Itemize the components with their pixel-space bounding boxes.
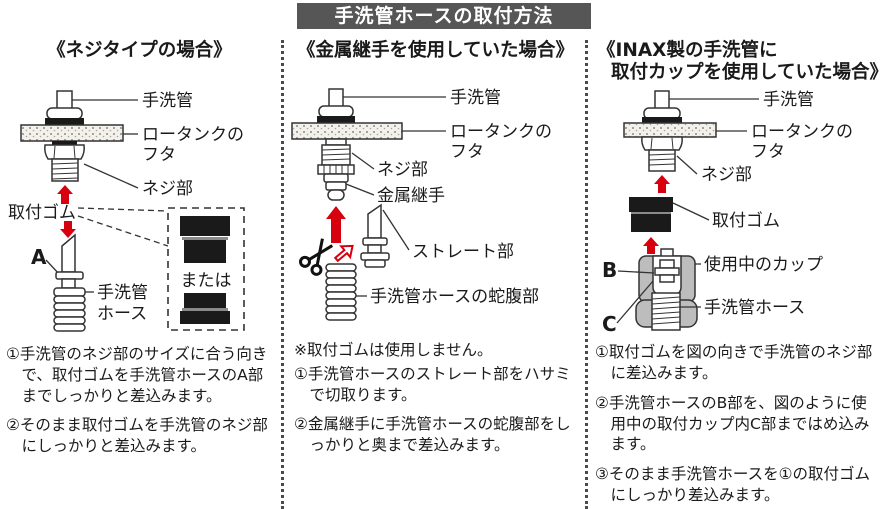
metal-joint (317, 164, 355, 201)
screw-label: ネジ部 (377, 160, 428, 180)
cup-assembly (635, 248, 698, 332)
screw-section (321, 138, 351, 166)
rubber-label: 取付ゴム (8, 202, 76, 223)
pipe-label: 手洗管 (450, 88, 501, 108)
red-up-arrow (643, 237, 659, 255)
column-header-line2: 取付カップを使用していた場合》 (611, 62, 885, 84)
lid-label-2: フタ (450, 142, 484, 162)
tank-lid (20, 124, 124, 142)
straight-label: ストレート部 (412, 242, 514, 262)
red-up-arrow (326, 206, 346, 243)
instructions: ①取付ゴムを図の向きで手洗管のネジ部に差込みます。 ②手洗管ホースのB部を、図の… (589, 340, 883, 505)
point-c-label: C (602, 312, 617, 336)
hose-label: 手洗管ホース (704, 298, 805, 318)
point-b-label: B (602, 258, 617, 282)
column-divider (585, 40, 588, 509)
inax-cup-diagram: 手洗管 ロータンクの フタ ネジ部 取付ゴム (602, 90, 853, 336)
bellows-hose (325, 263, 357, 321)
lid-label-1: ロータンクの (751, 122, 853, 142)
column-header: 《INAX製の手洗管に (597, 40, 778, 61)
instructions: ※取付ゴムは使用しません。 ①手洗管ホースのストレート部をハサミで切取ります。 … (288, 338, 583, 456)
screw-label: ネジ部 (142, 179, 193, 199)
straight-piece (360, 203, 390, 268)
hose-label-1: 手洗管 (97, 283, 148, 303)
red-up-arrow (654, 175, 670, 194)
instruction-step: ①手洗管のネジ部のサイズに合う向きで、取付ゴムを手洗管ホースのA部までしっかりと… (6, 345, 268, 405)
red-down-arrow (60, 221, 76, 238)
hand-wash-pipe (642, 90, 682, 124)
pipe-label: 手洗管 (142, 91, 193, 111)
instruction-step: ①取付ゴムを図の向きで手洗管のネジ部に差込みます。 (595, 343, 873, 383)
hand-wash-pipe (317, 88, 355, 123)
or-label: または (181, 271, 232, 291)
hose-label-2: ホース (97, 304, 147, 324)
lid-label-2: フタ (142, 145, 176, 165)
page-title: 手洗管ホースの取付方法 (297, 3, 591, 29)
instructions: ①手洗管のネジ部のサイズに合う向きで、取付ゴムを手洗管ホースのA部までしっかりと… (0, 342, 279, 457)
tank-lid (623, 122, 717, 139)
bellows-label: 手洗管ホースの蛇腹部 (370, 287, 539, 307)
column-header: 《ネジタイプの場合》 (47, 40, 232, 61)
screw-type-diagram: 手洗管 ロータンクの フタ ネジ部 取付ゴム A (8, 90, 245, 332)
lid-label-1: ロータンクの (450, 122, 552, 142)
screw-section (641, 136, 683, 173)
scissors-icon (298, 238, 334, 276)
screw-label: ネジ部 (701, 165, 752, 185)
instruction-note: ※取付ゴムは使用しません。 (294, 341, 493, 359)
rubber-detail-box: または (167, 207, 245, 331)
mounting-rubber (629, 197, 673, 233)
hand-wash-pipe (45, 90, 84, 125)
column-inax-cup: 《INAX製の手洗管に 取付カップを使用していた場合》 (589, 36, 885, 509)
instruction-step: ②手洗管ホースのB部を、図のように使用中の取付カップ内C部まではめ込みます。 (595, 393, 870, 454)
lid-label-2: フタ (751, 142, 785, 162)
column-divider (281, 40, 284, 509)
instruction-step: ②金属継手に手洗管ホースの蛇腹部をしっかりと奥まで差込みます。 (294, 415, 571, 455)
joint-label: 金属継手 (377, 186, 445, 206)
lid-label-1: ロータンクの (142, 125, 244, 145)
point-a-label: A (31, 245, 47, 269)
instruction-step: ③そのまま手洗管ホースを①の取付ゴムにしっかり差込みます。 (595, 465, 871, 504)
instruction-step: ②そのまま取付ゴムを手洗管のネジ部にしっかりと差込みます。 (6, 416, 268, 456)
instruction-step: ①手洗管ホースのストレート部をハサミで切取ります。 (294, 364, 571, 404)
cup-label: 使用中のカップ (704, 254, 823, 275)
screw-section (44, 141, 85, 182)
column-screw-type: 《ネジタイプの場合》 (0, 36, 279, 466)
hose (53, 233, 86, 332)
red-outline-arrow (333, 244, 354, 263)
tank-lid (291, 122, 403, 140)
pipe-label: 手洗管 (763, 90, 814, 110)
column-metal-joint: 《金属継手を使用していた場合》 (288, 36, 583, 465)
rubber-label: 取付ゴム (712, 210, 780, 231)
column-header: 《金属継手を使用していた場合》 (297, 40, 574, 61)
metal-joint-diagram: 手洗管 ロータンクの フタ ネジ部 金属継手 (291, 88, 552, 321)
red-up-arrow (57, 185, 73, 204)
